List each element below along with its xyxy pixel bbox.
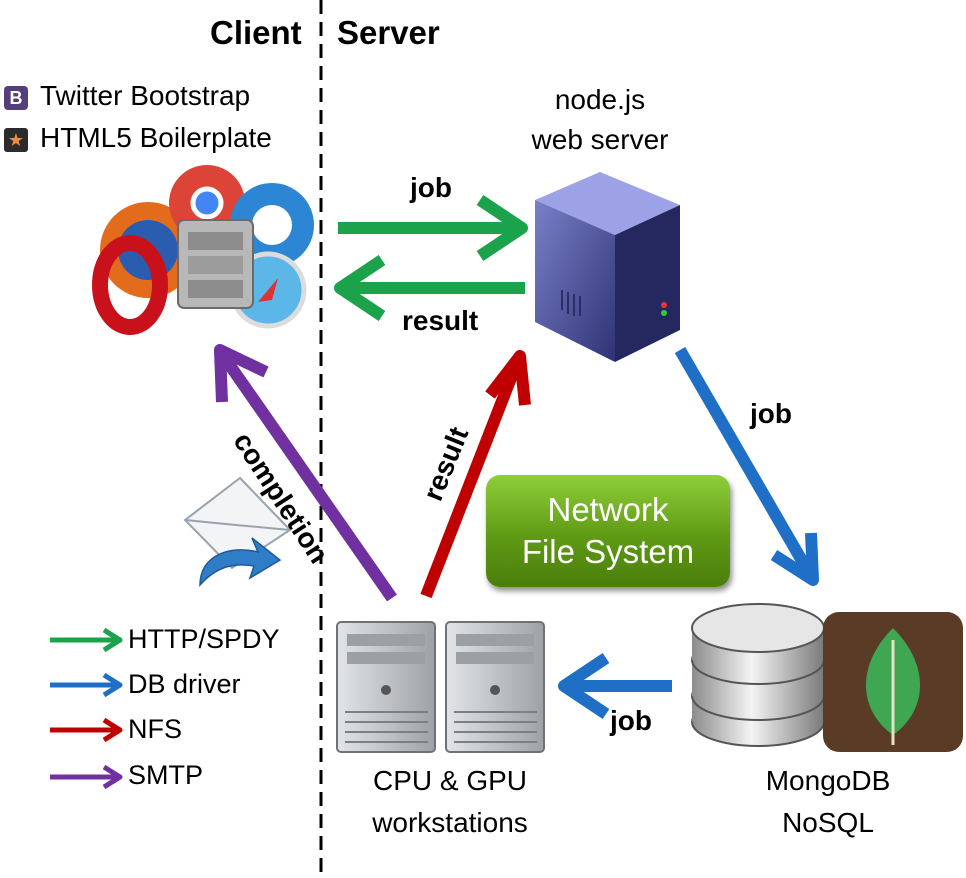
legend-arrow-db [50, 672, 123, 698]
workstations-label: CPU & GPU workstations [340, 760, 560, 844]
web-server-label-line1: node.js [554, 84, 646, 115]
workstations-label-line1: CPU & GPU [372, 765, 528, 796]
database-label-line2: NoSQL [782, 807, 874, 838]
arrow-client-to-server [338, 195, 528, 261]
browsers-icon [92, 165, 314, 335]
nfs-line1: Network [547, 491, 669, 528]
legend-smtp: SMTP [128, 760, 204, 790]
label-server-to-db: job [750, 398, 792, 429]
database-label: MongoDB NoSQL [728, 760, 928, 844]
legend-arrow-smtp [50, 764, 123, 790]
boilerplate-icon: ★ [4, 128, 28, 152]
mongodb-leaf-icon [823, 612, 963, 752]
legend-http: HTTP/SPDY [128, 624, 280, 654]
legend-arrow-http [50, 627, 123, 653]
server-header: Server [337, 14, 440, 51]
arrow-server-to-db [674, 346, 819, 586]
workstation-1-icon [336, 621, 436, 753]
label-db-to-workstations: job [610, 705, 652, 736]
database-label-line1: MongoDB [765, 765, 891, 796]
bootstrap-icon: B [4, 86, 28, 110]
network-file-system-box: Network File System [486, 475, 730, 587]
nfs-line2: File System [521, 533, 695, 570]
arrow-server-to-client [334, 255, 525, 321]
label-server-to-client: result [402, 305, 479, 336]
web-server-label-line2: web server [531, 124, 669, 155]
arrow-db-to-workstations [558, 653, 672, 719]
client-header: Client [210, 14, 302, 51]
legend-db: DB driver [128, 669, 241, 699]
legend-arrow-nfs [50, 717, 123, 743]
arrow-workstations-to-client [214, 344, 397, 602]
arrow-workstations-to-server [420, 350, 531, 599]
database-icon [691, 603, 825, 747]
web-server-label: node.js web server [500, 80, 700, 160]
library-boilerplate: HTML5 Boilerplate [40, 122, 272, 153]
library-bootstrap: Twitter Bootstrap [40, 80, 251, 111]
web-server-icon [535, 172, 680, 362]
workstation-2-icon [445, 621, 545, 753]
email-icon [183, 476, 292, 587]
workstations-label-line2: workstations [372, 807, 528, 838]
label-client-to-server: job [410, 172, 452, 203]
legend-nfs: NFS [128, 714, 182, 744]
